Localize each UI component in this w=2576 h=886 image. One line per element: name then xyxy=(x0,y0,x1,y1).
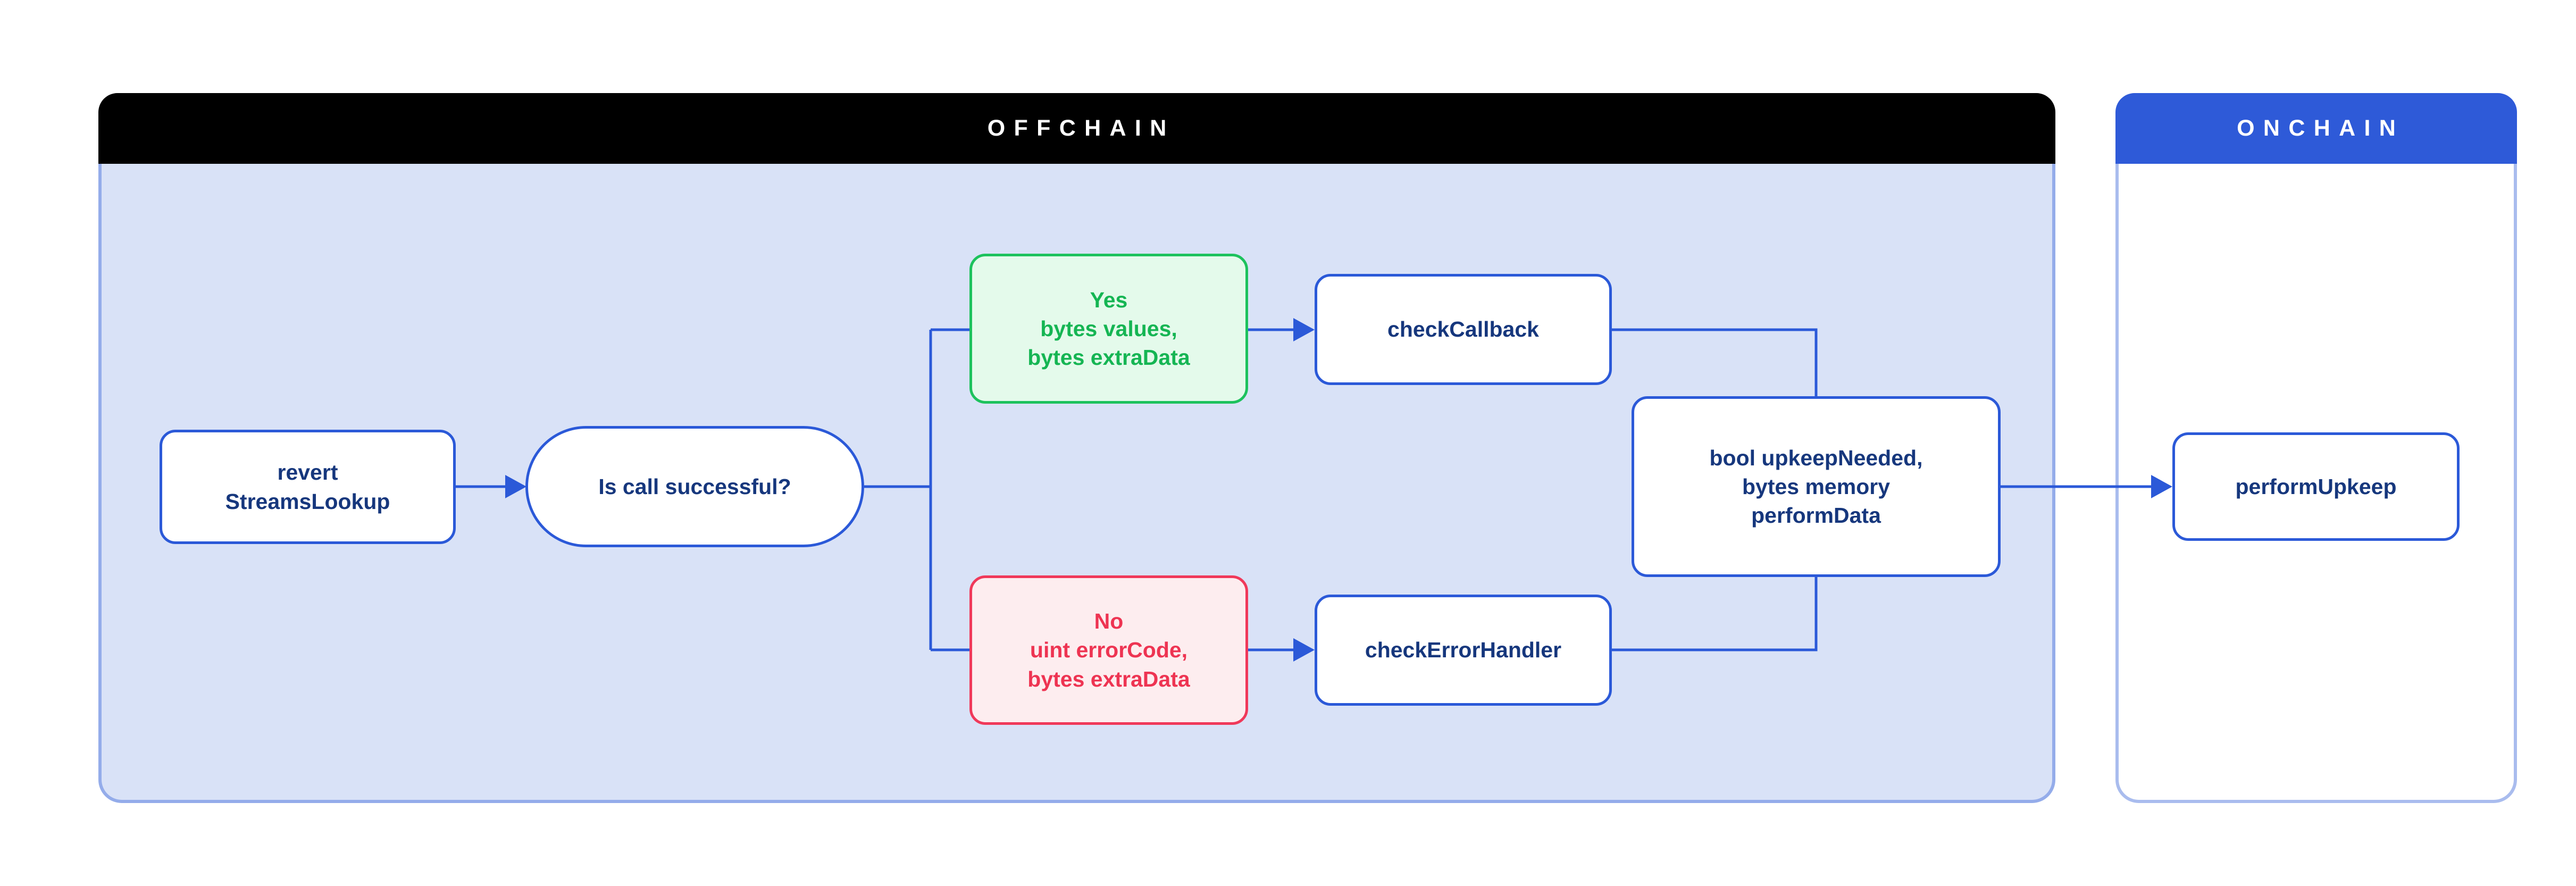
node-text-line: uint errorCode, xyxy=(1030,638,1188,663)
node-upkeep-result: bool upkeepNeeded, bytes memory performD… xyxy=(1632,396,2001,577)
node-text-line: bytes extraData xyxy=(1027,345,1190,370)
arrowhead-into-performupkeep xyxy=(2151,475,2172,498)
node-check-error-handler: checkErrorHandler xyxy=(1315,595,1612,706)
node-text-line: performUpkeep xyxy=(2235,474,2397,499)
arrowhead-into-decision xyxy=(505,475,526,498)
node-text-line: revert xyxy=(277,460,338,485)
node-perform-upkeep: performUpkeep xyxy=(2172,432,2460,541)
node-revert-streams-lookup: revert StreamsLookup xyxy=(160,430,456,544)
arrowhead-into-checkerrorhandler xyxy=(1293,638,1315,662)
node-text-line: bytes extraData xyxy=(1027,666,1190,691)
node-text-line: bool upkeepNeeded, xyxy=(1709,445,1923,470)
node-text-line: checkCallback xyxy=(1387,317,1539,342)
node-branch-yes: Yes bytes values, bytes extraData xyxy=(969,254,1248,404)
node-text-line: Yes xyxy=(1090,287,1128,312)
node-check-callback: checkCallback xyxy=(1315,274,1612,385)
node-text-line: bytes memory xyxy=(1742,474,1890,499)
node-text-line: StreamsLookup xyxy=(225,489,390,514)
node-branch-no: No uint errorCode, bytes extraData xyxy=(969,575,1248,725)
onchain-title: ONCHAIN xyxy=(2237,115,2405,141)
node-text-line: checkErrorHandler xyxy=(1365,638,1562,663)
onchain-header: ONCHAIN xyxy=(2115,93,2517,164)
node-text-line: No xyxy=(1094,609,1124,634)
arrowhead-into-checkcallback xyxy=(1293,318,1315,341)
node-text-line: performData xyxy=(1751,503,1881,528)
offchain-title: OFFCHAIN xyxy=(987,115,1175,141)
offchain-header: OFFCHAIN xyxy=(98,93,2055,164)
node-text-line: Is call successful? xyxy=(598,474,791,499)
node-text-line: bytes values, xyxy=(1040,316,1177,341)
node-is-call-successful: Is call successful? xyxy=(525,426,864,547)
edge-checkerrorhandler-to-upkeep xyxy=(1612,577,1818,651)
edge-checkcallback-to-upkeep xyxy=(1612,328,1818,396)
